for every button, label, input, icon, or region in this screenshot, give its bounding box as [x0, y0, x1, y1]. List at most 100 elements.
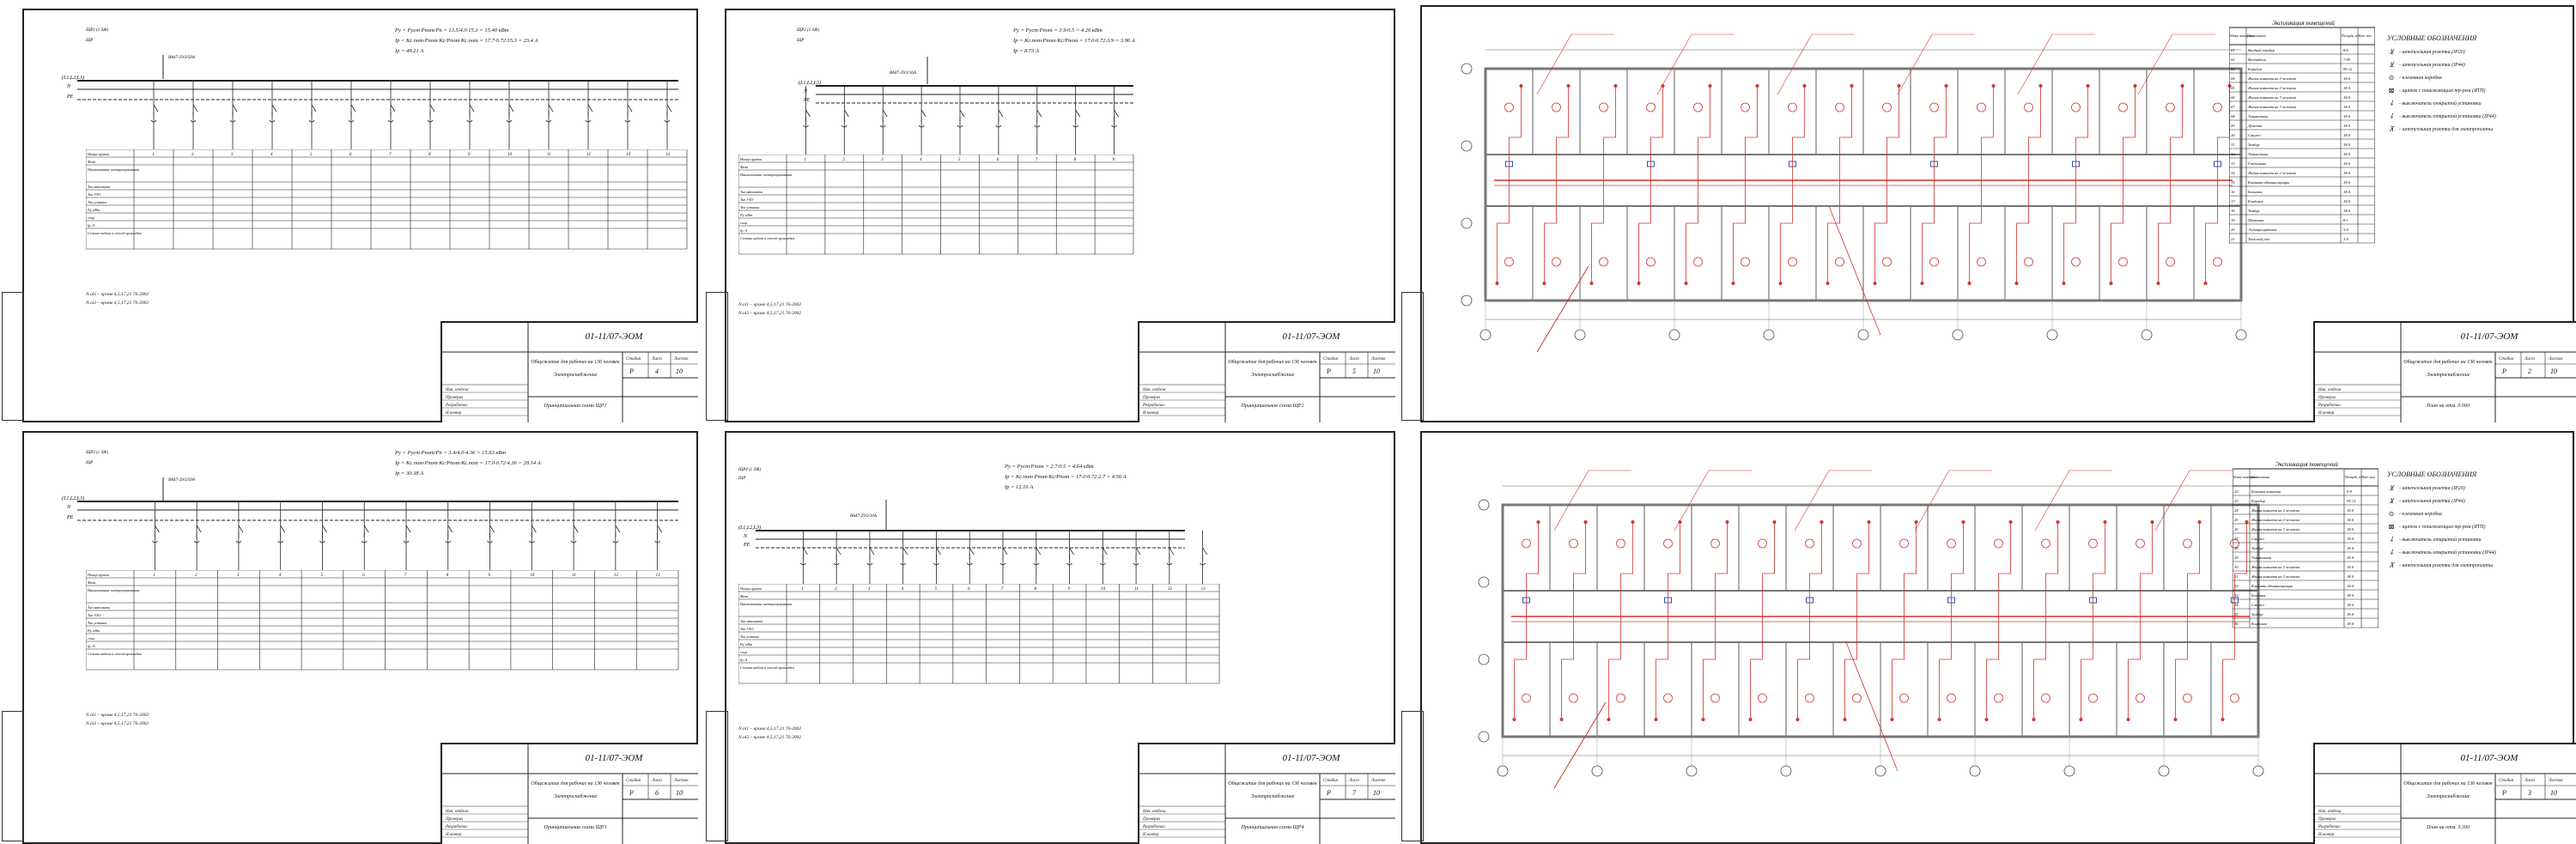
light-fixture-icon	[2088, 538, 2098, 549]
stamp-sheet-no: 4	[655, 367, 659, 375]
legend-item: ⊙- клеммная коробка	[2387, 71, 2567, 84]
stamp-code: 01-11/07-ЭОМ	[2460, 331, 2518, 342]
sheet-frame	[725, 431, 1395, 844]
sheet-schematic-shr3[interactable]: ЩР3 (1 ЗЖ) ЩР (L1,L2,L3) N PE ВА47-29/3/…	[0, 428, 698, 844]
row-label: Наименование электроприемника	[739, 602, 792, 606]
room-number: 26	[2234, 527, 2239, 531]
axis-bubble	[1478, 499, 1490, 511]
floor-plan-drawing	[1478, 470, 2264, 789]
breaker-symbol	[427, 104, 435, 123]
stamp-sheets-hdr: Листов	[1371, 357, 1386, 361]
socket-icon	[1826, 282, 1830, 285]
axis-bubble	[1591, 765, 1603, 777]
room-name: Коридор	[2251, 499, 2266, 503]
room-number: 04	[2231, 76, 2235, 81]
room-area: 18.0	[2343, 161, 2351, 166]
socket-icon	[2103, 520, 2107, 524]
stamp-person-1: Нач. отдела	[446, 388, 469, 392]
room-name: Жилая комната на 3 человека	[2247, 105, 2297, 109]
junction-box-icon	[1664, 597, 1672, 604]
group-number: 1	[153, 574, 155, 578]
wiring-branch	[2016, 180, 2029, 283]
leader-line	[1914, 470, 1950, 531]
formula-block: Ру = Руст·Рпот/Рп = 13.5/4.0·15.3 = 15.4…	[395, 26, 538, 57]
group-number: 2	[842, 158, 845, 162]
stamp-sheet-name: Принципиальная схема ЩР1	[544, 404, 607, 409]
wiring-branch	[1703, 616, 1716, 720]
breaker-symbol	[348, 104, 356, 123]
stamp-title: Общежитие для рабочих на 136 человек	[2403, 781, 2493, 786]
room-area: 18.0	[2347, 593, 2354, 598]
svg-text:ЩР3 (1 ЗЖ): ЩР3 (1 ЗЖ)	[85, 451, 108, 455]
stamp-sheet-hdr: Лист	[2524, 357, 2535, 361]
legend-symbol-icon: ⸸	[2390, 549, 2393, 556]
socket-icon	[1867, 520, 1871, 524]
room-number: 06	[2231, 95, 2235, 100]
room-area: 18.0	[2343, 124, 2351, 128]
stamp-sheet-no: 7	[1352, 789, 1356, 797]
svg-text:ЩР: ЩР	[738, 477, 745, 481]
socket-icon	[1890, 718, 1894, 721]
room-area: 18.0	[2343, 114, 2351, 118]
sheet-schematic-shr2[interactable]: ЩР2 (1 ЗЖ) ЩР (L1,L2,L3) N PE ВА47-29/3/…	[704, 0, 1395, 422]
row-label: Тип автомата	[740, 190, 762, 194]
legend-symbol-icon: ⊻	[2389, 484, 2394, 492]
row-label: Наименование электроприемника	[739, 173, 792, 177]
room-area: 18.0	[2343, 209, 2351, 213]
light-fixture-icon	[2136, 538, 2145, 549]
group-number: 1	[804, 158, 806, 162]
axis-bubble	[1497, 765, 1509, 777]
wiring-branch	[2028, 86, 2041, 180]
row-label: Фаза	[88, 580, 95, 585]
wiring-branch	[2222, 616, 2235, 720]
light-fixture-icon	[1852, 693, 1862, 703]
row-label: Тип УЗО	[88, 192, 100, 197]
room-name: Комната администрации	[2251, 584, 2293, 588]
room-number: 33	[2234, 593, 2239, 598]
legend-symbol-icon: ⊻	[2389, 48, 2394, 56]
room-number: 22	[2234, 489, 2239, 494]
group-number: 3	[231, 153, 234, 157]
light-fixture-icon	[1504, 102, 1514, 112]
row-label: Номер группы	[739, 586, 762, 591]
room-name: Жилая комната на 2 человека	[2247, 76, 2297, 81]
svg-text:ВА47-29/3/16А: ВА47-29/3/16А	[890, 71, 917, 76]
legend-text: - щиток с понижающим тр-ром (ЯТП)	[2399, 88, 2486, 94]
stamp-title: Общежитие для рабочих на 136 человек	[531, 360, 620, 365]
svg-text:(L1,L2,L3): (L1,L2,L3)	[62, 495, 84, 501]
sheet-schematic-shr4[interactable]: ЩР4 (1 ЗЖ) ЩР (L1,L2,L3) N PE ВА47-29/3/…	[704, 428, 1395, 844]
socket-icon	[1725, 520, 1729, 524]
explication-header: Наименование	[2246, 34, 2267, 38]
wiring-branch	[1998, 522, 2011, 616]
stamp-person-4: Н.контр.	[446, 411, 463, 416]
light-fixture-icon	[1599, 257, 1608, 267]
room-area: 18.0	[2343, 133, 2351, 137]
axis-bubble	[1461, 140, 1473, 152]
socket-icon	[2032, 718, 2036, 721]
socket-icon	[2197, 520, 2202, 524]
row-label: Py, кВт	[739, 213, 752, 218]
explication-header: Кат. пом.	[2361, 476, 2375, 479]
light-fixture-icon	[1552, 102, 1561, 112]
wiring-branch	[2234, 522, 2247, 616]
leader-line	[1674, 470, 1710, 531]
stamp-person-3: Разработал	[2318, 404, 2341, 408]
light-fixture-icon	[1835, 102, 1844, 112]
title-block: 01-11/07-ЭОМ Общежитие для рабочих на 13…	[440, 743, 698, 844]
svg-text:PE: PE	[803, 98, 811, 103]
light-fixture-icon	[1569, 693, 1578, 703]
socket-icon	[1873, 282, 1877, 285]
group-number: 6	[349, 153, 352, 157]
socket-icon	[1991, 84, 1996, 88]
sheet-schematic-shr1[interactable]: ЩР1 (1 ЗЖ) ЩР (L1,L2,L3) N PE ВА47-29/3/…	[0, 0, 698, 422]
light-fixture-icon	[1852, 538, 1862, 549]
wiring-branch	[1856, 522, 1869, 616]
stamp-subtitle-object: Электроснабжение	[2426, 794, 2470, 799]
stamp-subtitle-object: Электроснабжение	[553, 373, 598, 378]
wiring-branch	[2045, 522, 2058, 616]
side-stamp	[706, 292, 728, 421]
room-name: Санузел	[2251, 537, 2264, 541]
